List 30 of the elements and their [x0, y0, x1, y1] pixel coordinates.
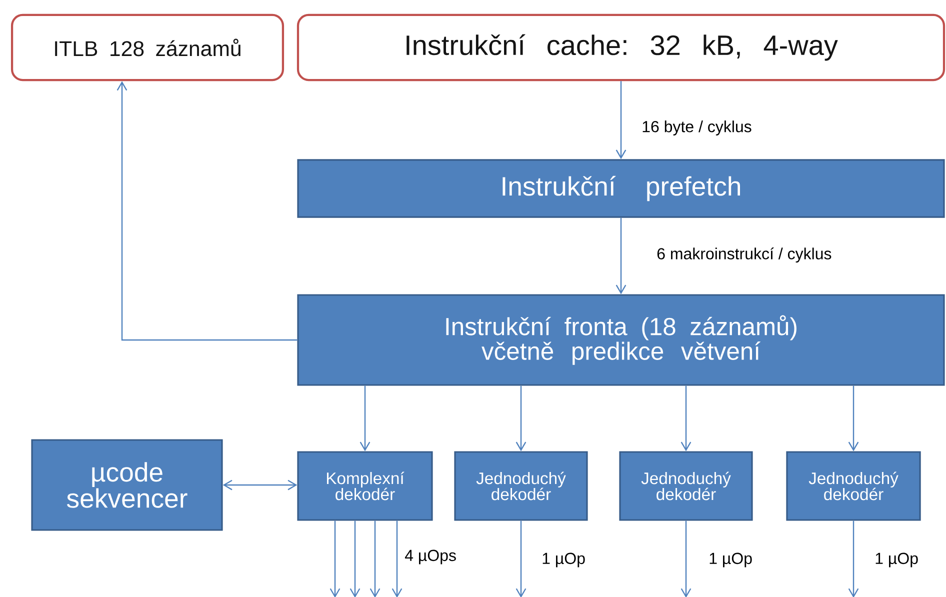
arrow: [360, 386, 370, 452]
edge-label: 1 µOp: [540, 551, 587, 569]
arrow: [116, 81, 298, 341]
edge-label: 4 µOps: [403, 548, 458, 566]
process-box: Instrukční fronta (18 záznamů) včetně predikce větvení: [297, 294, 945, 386]
decoder-box: Jednoduchý dekodér: [454, 451, 588, 521]
arrow: [680, 386, 692, 452]
edge-label: 16 byte / cyklus: [640, 119, 754, 137]
arrow: [848, 520, 859, 597]
decoder-box: Jednoduchý dekodér: [786, 451, 921, 521]
arrow: [392, 520, 402, 597]
arrow: [370, 520, 380, 597]
process-box: µcode sekvencer: [31, 439, 223, 531]
arrow: [516, 386, 526, 452]
decoder-box: Komplexní dekodér: [297, 451, 433, 521]
memory-box: Instrukční cache: 32 kB, 4-way: [296, 14, 946, 82]
edge-label: 1 µOp: [707, 551, 754, 569]
memory-box: ITLB 128 záznamů: [10, 14, 284, 82]
edge-label: 6 makroinstrukcí / cyklus: [655, 246, 834, 264]
arrow: [616, 218, 626, 294]
arrow: [848, 386, 859, 452]
arrow: [516, 520, 526, 597]
arrow: [350, 520, 360, 597]
arrow: [680, 520, 692, 597]
process-box: Instrukční prefetch: [297, 159, 945, 218]
decoder-box: Jednoduchý dekodér: [619, 451, 753, 521]
arrow: [330, 520, 340, 597]
arrow: [222, 480, 298, 490]
arrow: [616, 81, 626, 160]
edge-label: 1 µOp: [873, 551, 920, 569]
